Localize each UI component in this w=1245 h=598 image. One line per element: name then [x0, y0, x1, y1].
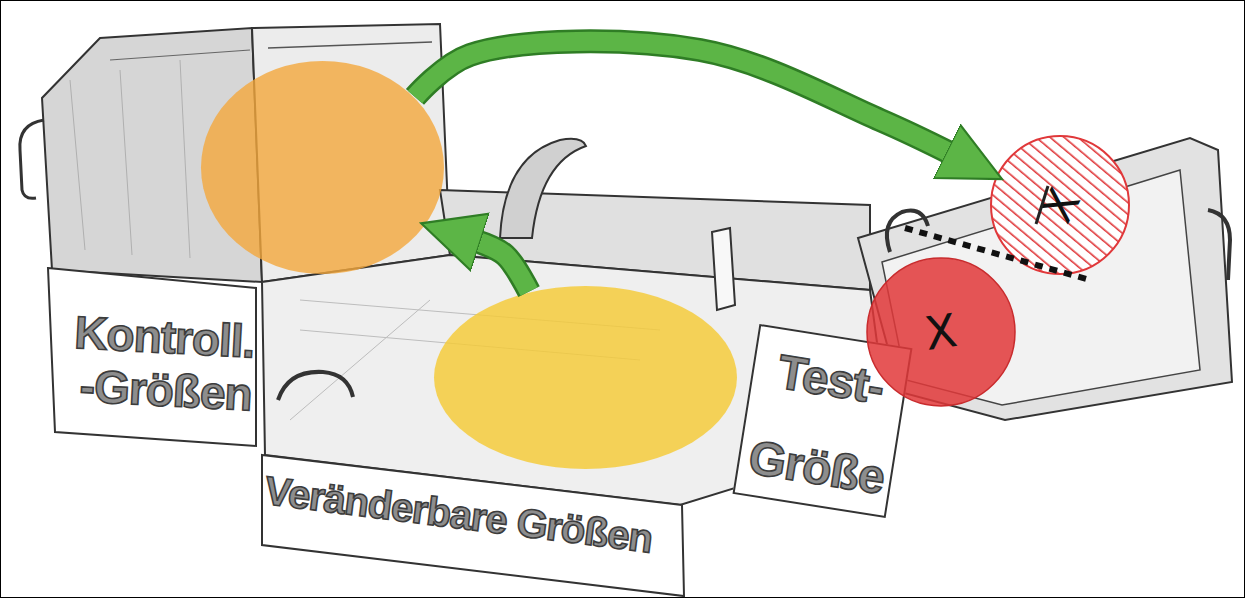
compartment-label: Veränderbare Größen: [262, 467, 655, 562]
filled-circle: [201, 61, 444, 274]
handle: [887, 211, 928, 252]
label-panel: [48, 268, 256, 446]
lid-rim: [110, 50, 250, 60]
group-circle: Veränderbare Größen: [433, 285, 738, 470]
dotted-divider: [905, 228, 1090, 280]
arrow-outline: [475, 241, 529, 292]
handle: [278, 372, 353, 400]
shape-outline: [433, 285, 738, 470]
variable-symbol: X: [856, 247, 1025, 416]
bar-mark: [1036, 186, 1048, 224]
arrow-body: [415, 41, 952, 153]
handle: [20, 120, 44, 198]
shape-outline: [200, 60, 445, 275]
shading: [70, 60, 190, 258]
label-panel: [262, 455, 684, 596]
flow-arrow: [415, 41, 952, 153]
variable-symbol: X: [965, 110, 1154, 299]
arrow-body: [475, 241, 529, 292]
filled-circle: [434, 286, 737, 469]
handle: [500, 139, 586, 238]
compartment-label: Kontroll. -Größen: [48, 305, 255, 421]
divider: [712, 228, 735, 310]
group-circle: Kontroll. -Größen: [200, 60, 445, 275]
flow-arrow: [475, 241, 529, 292]
lid-rim: [268, 42, 432, 48]
arrow-outline: [415, 41, 952, 153]
group-circle: X: [866, 257, 1016, 407]
group-circle: X: [990, 135, 1130, 275]
handle: [1208, 210, 1230, 280]
